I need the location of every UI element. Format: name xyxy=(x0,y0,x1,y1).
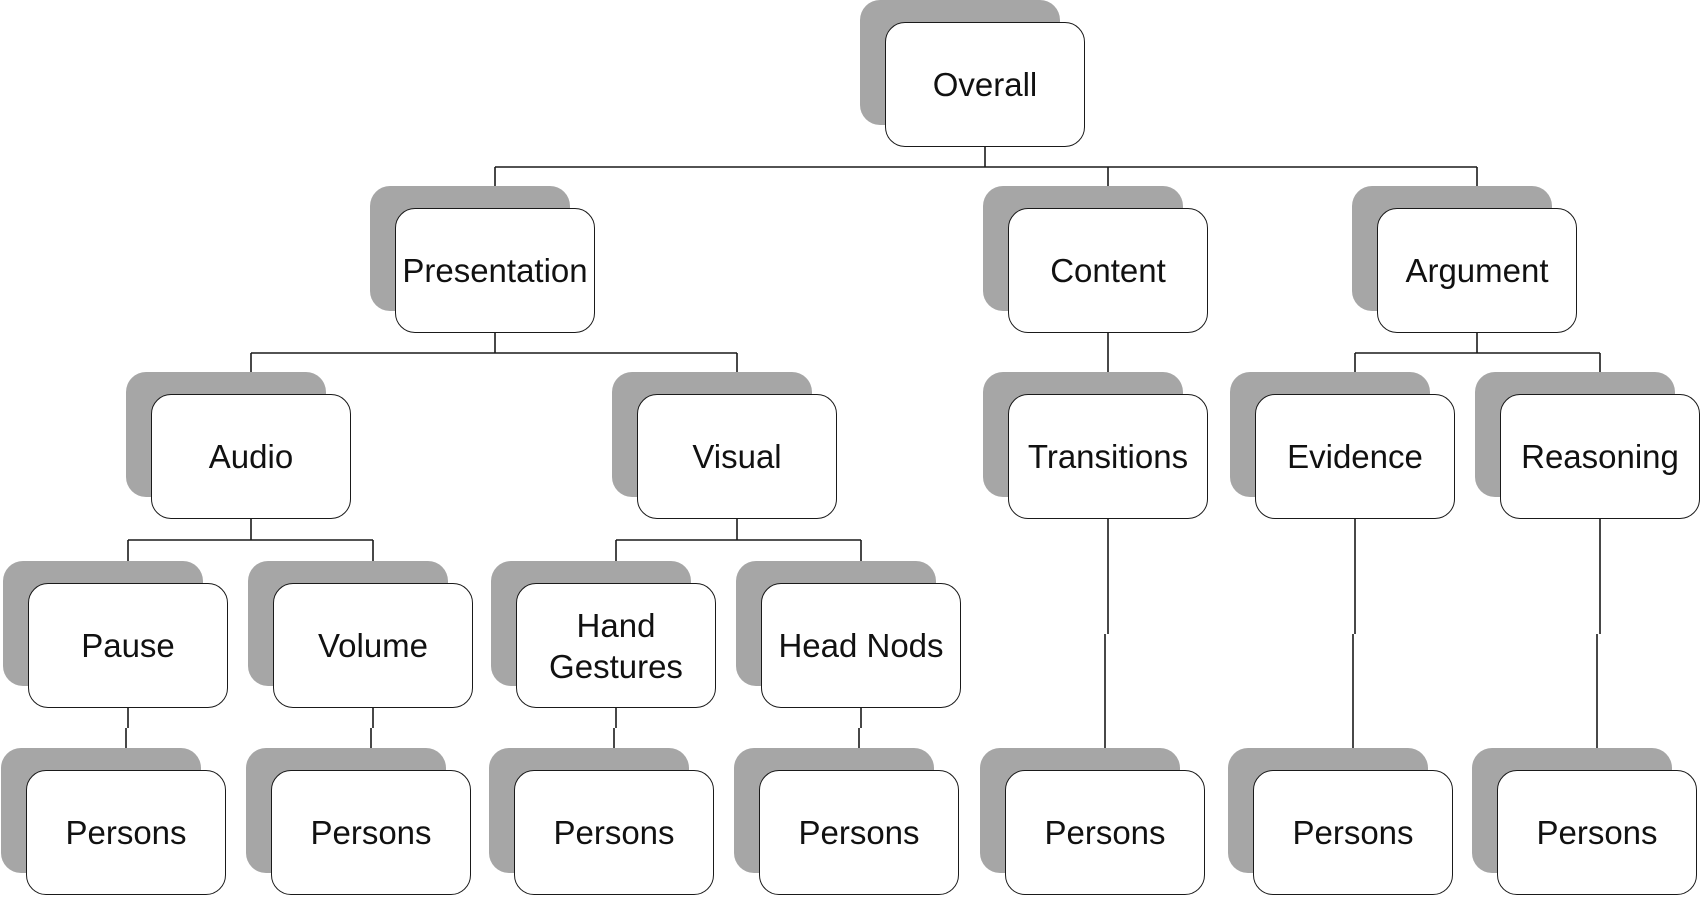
node-box: Persons xyxy=(759,770,959,895)
node-box: Persons xyxy=(26,770,226,895)
node-persons-hand-gestures: Persons xyxy=(489,748,714,895)
node-box: Volume xyxy=(273,583,473,708)
node-content: Content xyxy=(983,186,1208,333)
node-label: Persons xyxy=(1044,814,1166,851)
node-box: Persons xyxy=(1497,770,1697,895)
node-box: Overall xyxy=(885,22,1085,147)
node-label: Overall xyxy=(932,66,1038,103)
node-label: Content xyxy=(1050,252,1166,289)
node-overall: Overall xyxy=(860,0,1085,147)
node-label: Hand Gestures xyxy=(549,606,683,685)
node-box: Transitions xyxy=(1008,394,1208,519)
node-box: Persons xyxy=(1253,770,1453,895)
node-label: Persons xyxy=(553,814,675,851)
node-evidence: Evidence xyxy=(1230,372,1455,519)
node-label: Volume xyxy=(317,627,429,664)
node-volume: Volume xyxy=(248,561,473,708)
node-label: Presentation xyxy=(402,252,588,289)
node-label: Audio xyxy=(208,438,294,475)
node-box: Head Nods xyxy=(761,583,961,708)
node-audio: Audio xyxy=(126,372,351,519)
node-box: Argument xyxy=(1377,208,1577,333)
node-label: Evidence xyxy=(1287,438,1423,475)
node-label: Persons xyxy=(1292,814,1414,851)
node-label: Persons xyxy=(65,814,187,851)
node-box: Audio xyxy=(151,394,351,519)
node-label: Visual xyxy=(692,438,782,475)
node-box: Content xyxy=(1008,208,1208,333)
node-transitions: Transitions xyxy=(983,372,1208,519)
node-persons-evidence: Persons xyxy=(1228,748,1453,895)
node-box: Persons xyxy=(271,770,471,895)
node-box: Persons xyxy=(1005,770,1205,895)
node-pause: Pause xyxy=(3,561,228,708)
node-label: Persons xyxy=(310,814,432,851)
node-label: Transitions xyxy=(1027,438,1189,475)
node-box: Presentation xyxy=(395,208,595,333)
node-hand-gestures: Hand Gestures xyxy=(491,561,716,708)
node-box: Pause xyxy=(28,583,228,708)
node-box: Reasoning xyxy=(1500,394,1700,519)
node-label: Argument xyxy=(1405,252,1549,289)
node-persons-reasoning: Persons xyxy=(1472,748,1697,895)
node-label: Pause xyxy=(81,627,175,664)
node-presentation: Presentation xyxy=(370,186,595,333)
node-persons-volume: Persons xyxy=(246,748,471,895)
node-box: Persons xyxy=(514,770,714,895)
node-box: Visual xyxy=(637,394,837,519)
node-reasoning: Reasoning xyxy=(1475,372,1700,519)
node-persons-pause: Persons xyxy=(1,748,226,895)
node-head-nods: Head Nods xyxy=(736,561,961,708)
node-label: Head Nods xyxy=(778,627,944,664)
node-label: Persons xyxy=(798,814,920,851)
node-box: Evidence xyxy=(1255,394,1455,519)
node-label: Persons xyxy=(1536,814,1658,851)
node-persons-transitions: Persons xyxy=(980,748,1205,895)
node-visual: Visual xyxy=(612,372,837,519)
node-label: Reasoning xyxy=(1521,438,1679,475)
node-persons-head-nods: Persons xyxy=(734,748,959,895)
node-box: Hand Gestures xyxy=(516,583,716,708)
node-argument: Argument xyxy=(1352,186,1577,333)
